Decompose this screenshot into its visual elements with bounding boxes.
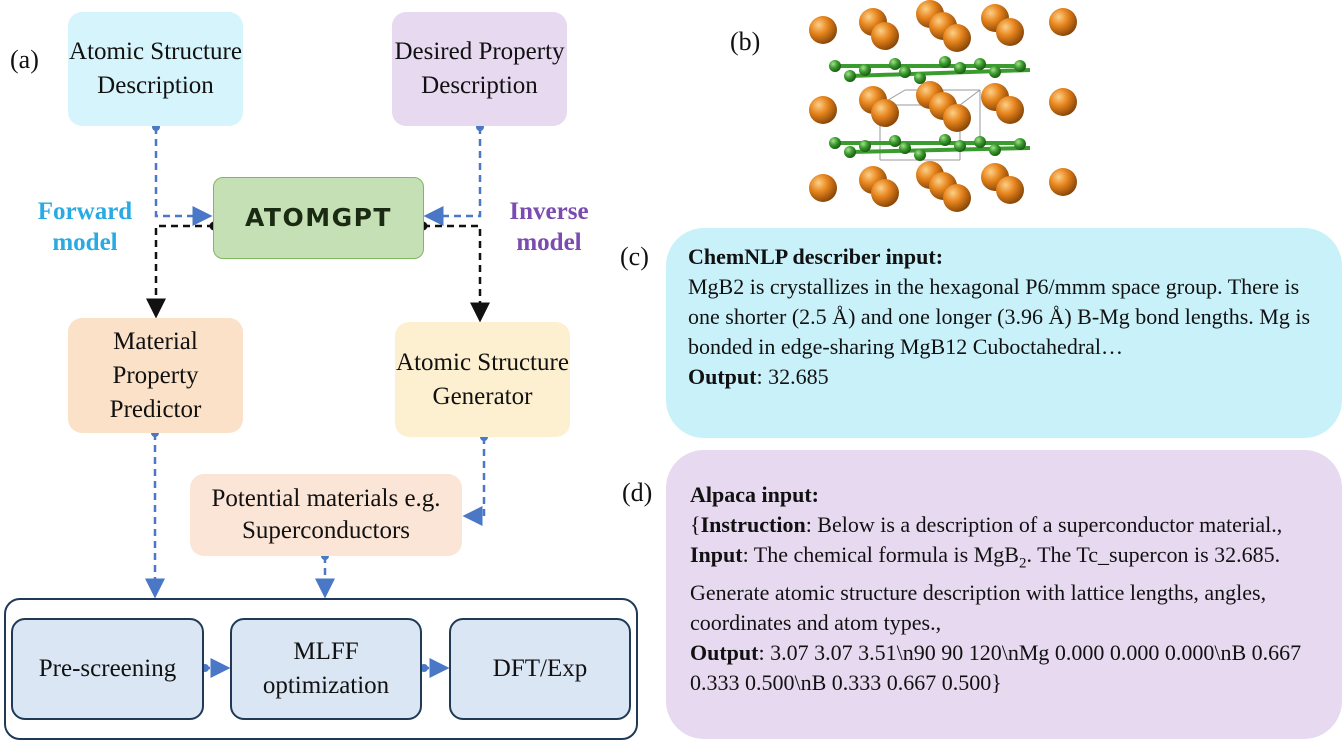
inverse-model-label: Inverse model bbox=[509, 198, 589, 256]
potential-materials-box: Potential materials e.g. Superconductors bbox=[190, 474, 462, 556]
alpaca-input-label: Input bbox=[690, 542, 743, 567]
dft-exp-box: DFT/Exp bbox=[449, 618, 631, 720]
panel-label-d: (d) bbox=[622, 478, 653, 507]
alpaca-output-label: Output bbox=[690, 640, 759, 666]
generator-to-candidates-arrow bbox=[462, 433, 488, 526]
alpaca-input-text-2: . The Tc_supercon is 32.685. Generate at… bbox=[690, 542, 1281, 636]
forward-input-arrow bbox=[152, 123, 213, 226]
alpaca-instruction-label: Instruction bbox=[700, 512, 806, 537]
mlff-to-dft-arrow bbox=[420, 658, 450, 678]
chemnlp-description: MgB2 is crystallizes in the hexagonal P6… bbox=[688, 274, 1311, 359]
material-property-predictor-box: Material Property Predictor bbox=[68, 318, 243, 433]
panel-label-c: (c) bbox=[620, 242, 649, 271]
candidates-to-workflow-arrow bbox=[315, 552, 335, 599]
atomic-structure-description-box: Atomic Structure Description bbox=[68, 12, 243, 126]
inverse-output-arrow bbox=[418, 221, 490, 323]
alpaca-input-panel: Alpaca input: {Instruction: Below is a d… bbox=[666, 450, 1342, 739]
mgb2-crystal-structure-image bbox=[809, 0, 1077, 212]
alpaca-title: Alpaca input: bbox=[690, 482, 819, 507]
chemnlp-input-panel: ChemNLP describer input: MgB2 is crystal… bbox=[666, 228, 1342, 438]
chemnlp-title: ChemNLP describer input: bbox=[688, 244, 944, 269]
chemnlp-output-value: : 32.685 bbox=[756, 364, 829, 389]
pre-screening-box: Pre-screening bbox=[11, 618, 204, 720]
panel-label-b: (b) bbox=[730, 27, 761, 56]
alpaca-output-text: : 3.07 3.07 3.51\n90 90 120\nMg 0.000 0.… bbox=[690, 640, 1302, 696]
atomic-structure-generator-box: Atomic Structure Generator bbox=[395, 322, 570, 437]
desired-property-description-box: Desired Property Description bbox=[392, 12, 567, 126]
panel-label-a: (a) bbox=[10, 45, 39, 74]
forward-output-arrow bbox=[146, 221, 219, 319]
workflow-container bbox=[4, 598, 638, 740]
forward-model-label: Forward model bbox=[37, 198, 133, 256]
alpaca-open-brace: { bbox=[690, 512, 701, 537]
chemnlp-output-label: Output bbox=[688, 364, 757, 389]
alpaca-instruction-text: : Below is a description of a supercondu… bbox=[805, 512, 1283, 537]
predictor-to-workflow-arrow bbox=[145, 429, 165, 599]
mlff-optimization-box: MLFF optimization bbox=[230, 618, 422, 720]
inverse-input-arrow bbox=[423, 123, 484, 226]
alpaca-input-subscript: 2 bbox=[1018, 555, 1027, 572]
atomgpt-model-box: ATOMGPT bbox=[213, 177, 424, 259]
alpaca-input-text-1: : The chemical formula is MgB bbox=[742, 542, 1019, 567]
